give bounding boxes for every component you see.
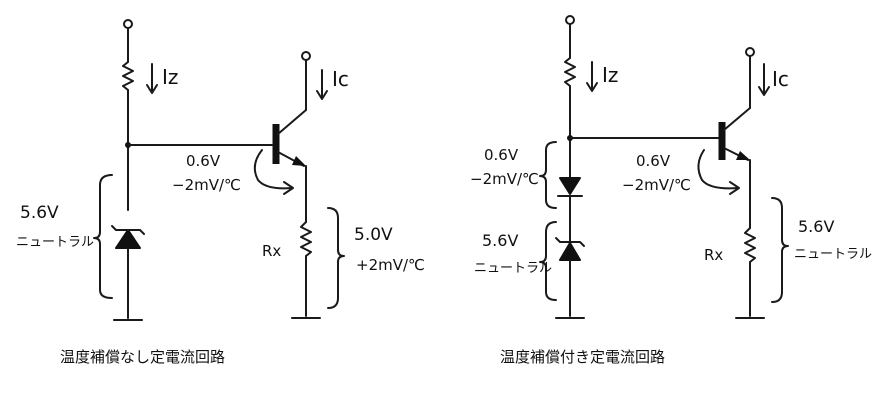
right-vbe-curve-arrow [697, 149, 739, 190]
right-bias-resistor [564, 57, 576, 87]
right-terminal-top [565, 15, 575, 25]
left-ic-arrowhead [316, 90, 328, 100]
left-iz-arrowhead [146, 84, 158, 94]
left-zener-diode [115, 229, 141, 249]
right-emitter-arrowhead [736, 151, 750, 160]
left-zener-bar [111, 225, 145, 235]
right-ic-label: Ic [772, 67, 789, 91]
left-vbe-curve-arrow [253, 149, 293, 190]
right-vbe-tc: −2mV/℃ [622, 176, 691, 194]
left-vr-value: 5.0V [354, 225, 393, 245]
left-zener-type: ニュートラル [16, 235, 94, 250]
left-transistor-collector [277, 109, 307, 135]
right-diode [559, 177, 581, 195]
right-terminal-ic [745, 47, 755, 57]
right-zener-value: 5.6V [482, 231, 518, 250]
left-circuit: Iz 5.6V ニュートラル Ic 0.6V −2mV/℃ [16, 19, 425, 366]
left-vbe-arrowhead [283, 181, 294, 195]
right-diode-bracket [539, 141, 557, 209]
left-vr-tc: +2mV/℃ [356, 256, 425, 274]
right-circuit: Iz 0.6V −2mV/℃ 5.6V ニュートラル Ic 0.6 [470, 15, 872, 366]
right-iz-arrowhead [586, 82, 598, 92]
right-vr-type: ニュートラル [794, 247, 872, 262]
right-vbe-value: 0.6V [636, 152, 671, 170]
right-zener-type: ニュートラル [474, 261, 552, 276]
right-diode-value: 0.6V [484, 146, 519, 164]
right-zener-diode [559, 242, 581, 261]
left-emitter-arrowhead [292, 156, 306, 166]
right-iz-label: Iz [602, 63, 618, 87]
right-rx-label: Rx [704, 246, 723, 264]
left-ic-label: Ic [332, 67, 349, 91]
left-iz-label: Iz [162, 65, 178, 89]
right-diode-tc: −2mV/℃ [470, 170, 539, 188]
left-bias-resistor [122, 61, 134, 91]
right-ic-arrowhead [758, 86, 770, 96]
left-rx-label: Rx [262, 242, 281, 260]
left-vbe-value: 0.6V [186, 152, 221, 170]
right-zener-bracket [539, 221, 557, 301]
left-terminal-top [123, 19, 133, 29]
right-vbe-arrowhead [729, 181, 740, 195]
right-transistor-collector [723, 107, 751, 131]
right-caption: 温度補償付き定電流回路 [500, 348, 665, 366]
left-vbe-tc: −2mV/℃ [172, 176, 241, 194]
left-terminal-ic [301, 51, 311, 61]
left-zener-bracket [93, 174, 113, 299]
left-caption: 温度補償なし定電流回路 [60, 348, 225, 366]
right-vr-value: 5.6V [798, 217, 834, 236]
left-rx-bracket [327, 207, 345, 309]
right-rx-bracket [771, 197, 789, 303]
left-rx-resistor [300, 221, 312, 257]
left-zener-value: 5.6V [20, 203, 59, 223]
right-rx-resistor [744, 227, 756, 263]
